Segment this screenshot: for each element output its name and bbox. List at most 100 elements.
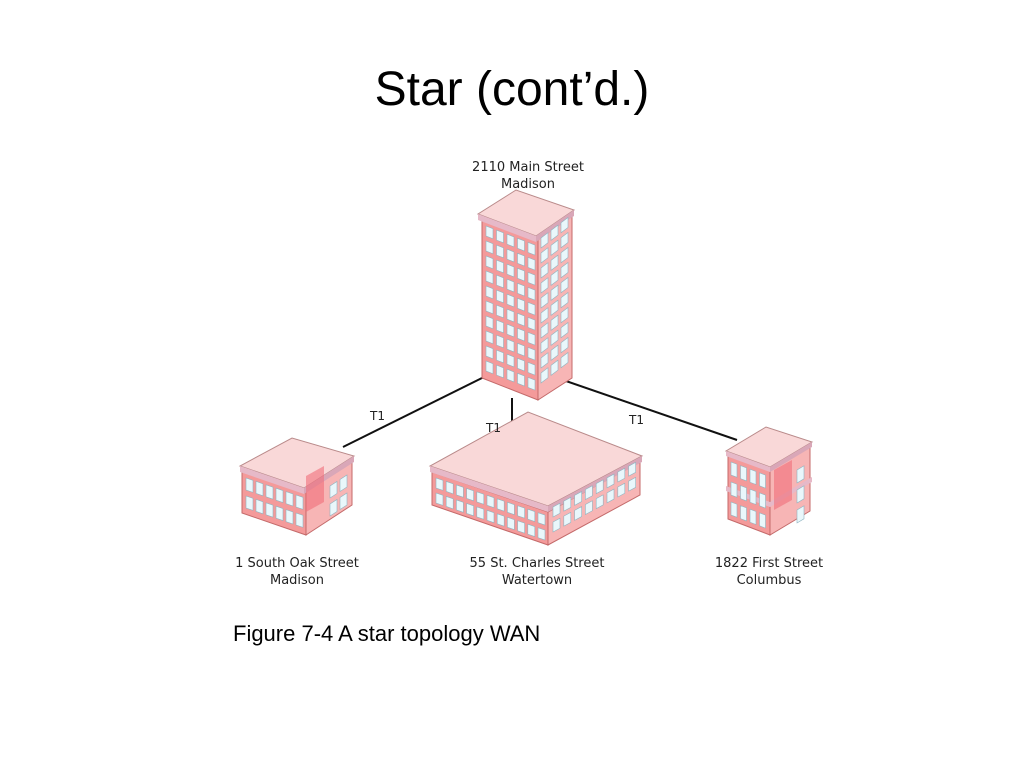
window (585, 485, 593, 501)
window (329, 498, 338, 517)
window (517, 342, 525, 357)
window (730, 481, 738, 498)
window (517, 505, 525, 519)
window (486, 494, 495, 509)
window (527, 241, 536, 256)
window (552, 517, 561, 533)
window (255, 498, 264, 515)
site-label-center: 55 St. Charles Street Watertown (437, 555, 637, 589)
site-center-city: Watertown (501, 573, 573, 588)
window (265, 484, 274, 500)
window (496, 289, 504, 304)
window (540, 307, 549, 324)
window (540, 262, 549, 279)
window (740, 485, 747, 502)
window (550, 239, 559, 257)
window (295, 494, 304, 510)
window (485, 225, 494, 240)
window (285, 509, 294, 525)
window (245, 495, 254, 511)
window (339, 492, 348, 511)
window (496, 349, 504, 364)
link-hub-left (342, 375, 487, 448)
window (759, 512, 766, 529)
window (560, 246, 569, 264)
window (527, 523, 536, 538)
window (245, 477, 254, 493)
window (485, 315, 494, 330)
window (560, 321, 569, 339)
site-label-hub: 2110 Main Street Madison (428, 159, 628, 193)
window (563, 496, 572, 512)
window (339, 474, 348, 493)
window (496, 259, 504, 274)
window (560, 351, 569, 369)
site-hub-address: 2110 Main Street (472, 160, 584, 175)
window (606, 473, 615, 489)
left-building (238, 437, 356, 536)
window (255, 480, 264, 497)
window (550, 329, 559, 347)
window (506, 278, 515, 293)
window (595, 494, 604, 510)
window (550, 299, 559, 317)
window (456, 484, 464, 498)
window (517, 267, 525, 282)
window (485, 240, 494, 255)
site-label-left: 1 South Oak Street Madison (197, 555, 397, 589)
window (560, 291, 569, 309)
window (550, 224, 559, 242)
window (560, 276, 569, 294)
window (595, 479, 604, 495)
window (540, 232, 549, 249)
window (496, 304, 504, 319)
window (435, 492, 444, 506)
window (496, 334, 504, 349)
site-left-address: 1 South Oak Street (235, 556, 359, 571)
window (540, 352, 549, 369)
window (506, 338, 515, 353)
window (485, 270, 494, 285)
window (540, 322, 549, 339)
window (537, 512, 546, 526)
window (749, 508, 757, 525)
site-label-right: 1822 First Street Columbus (669, 555, 869, 589)
window (485, 300, 494, 315)
window (485, 330, 494, 345)
window (527, 376, 536, 391)
window (506, 323, 515, 338)
window (796, 485, 805, 504)
window (285, 491, 294, 507)
window (563, 511, 572, 527)
center-building (428, 411, 644, 546)
window (740, 465, 747, 482)
window (476, 491, 485, 505)
window (540, 277, 549, 294)
site-center-address: 55 St. Charles Street (469, 556, 605, 571)
window (527, 346, 536, 361)
window (560, 231, 569, 249)
window (517, 312, 525, 327)
site-left-city: Madison (269, 573, 324, 588)
window (295, 512, 304, 528)
window (517, 297, 525, 312)
window (506, 263, 515, 278)
window (550, 269, 559, 287)
window (527, 331, 536, 346)
window (485, 285, 494, 300)
window (796, 505, 805, 524)
window (550, 314, 559, 332)
link-label-right: T1 (629, 413, 644, 427)
window (517, 520, 525, 534)
window (506, 353, 515, 368)
link-label-center: T1 (486, 421, 501, 435)
window (540, 292, 549, 309)
window (759, 472, 766, 489)
window (730, 501, 738, 518)
window (496, 274, 504, 289)
window (606, 488, 615, 504)
window (628, 476, 636, 492)
window (506, 233, 515, 248)
window (527, 301, 536, 316)
